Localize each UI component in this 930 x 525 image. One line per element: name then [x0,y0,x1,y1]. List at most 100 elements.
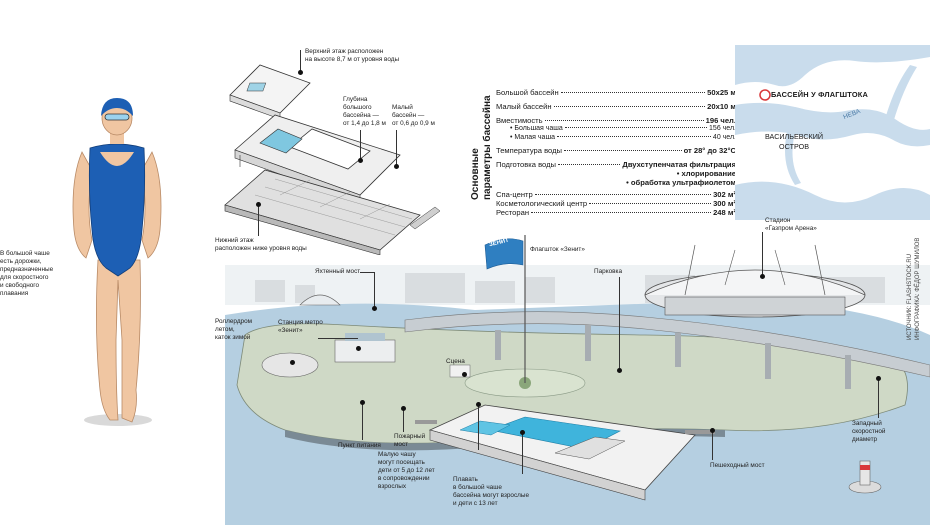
credit-line: ИНФОГРАФИКА: ФЁДОР ШУМИЛОВ [915,237,921,340]
label-line: «Зенит» [278,327,303,334]
label-yacht-bridge: Яхтенный мост [315,268,361,275]
note-line: Малый [392,104,413,111]
note-upper-floor: Верхний этаж расположен на высоте 8,7 м … [305,48,415,64]
param-row: Большой бассейн 50x25 м [496,88,736,97]
label-line: мост [394,441,409,448]
label-flagpole: Флагшток «Зенит» [530,246,585,253]
params-heading-line: параметры бассейна [482,95,493,200]
marker-dot [394,164,399,169]
label-line: Западный [852,420,882,427]
label-line: могут посещать [378,459,425,466]
label-metro: Станция метро «Зенит» [278,319,348,335]
stage [449,364,471,378]
highway-overpass [404,311,930,378]
params-heading-line: Основные [470,148,481,200]
param-row: Подготовка воды Двухступенчатая фильтраци… [496,160,736,169]
marker-dot [358,158,363,163]
left-note-line: В большой чаше [0,250,50,257]
note-line: расположен ниже уровня воды [215,245,307,252]
label-fire-bridge: Пожарный мост [394,433,444,449]
label-line: Стадион [765,217,791,224]
marker-dot [710,428,715,433]
left-note: В большой чаше есть дорожки, предназначе… [0,250,110,298]
note-line: от 0,6 до 0,9 м [392,120,435,127]
label-west-diameter: Западный скоростной диаметр [852,420,912,444]
label-line: скоростной [852,428,886,435]
marker-dot [298,70,303,75]
note-line: Глубина [343,96,368,103]
note-line: Верхний этаж расположен [305,48,384,55]
label-rollerdrome: Роллердром летом, каток зимой [215,318,275,342]
param-row: Вместимость 196 чел. [496,116,736,125]
pool-pier [428,404,696,501]
params-heading: Основные параметры бассейна [470,95,494,200]
left-note-line: есть дорожки, [0,258,42,265]
marker-dot [476,402,481,407]
param-label: Вместимость [496,116,543,125]
param-value: от 28° до 32°C [683,146,736,155]
fire-bridge [415,420,437,424]
floors-exploded-diagram [224,64,441,255]
param-label: Большой бассейн [496,88,559,97]
zenit-flag [484,238,524,270]
note-line: на высоте 8,7 м от уровня воды [305,56,400,63]
param-label: • Большая чаша [510,125,563,132]
goggles-icon [104,113,130,121]
map-island-line: ВАСИЛЬЕВСКИЙ [765,132,824,141]
marker-dot [760,274,765,279]
label-line: бассейна могут взрослые [453,492,530,499]
credits: ИСТОЧНИК: FLASHSTOCK.RU ИНФОГРАФИКА: ФЁД… [906,238,922,340]
param-label: Ресторан [496,208,530,217]
param-value: Двухступенчатая фильтрация [622,160,736,169]
label-line: Роллердром [215,318,253,325]
dome-building [299,294,341,306]
param-value: 156 чел. [709,125,736,132]
label-line: Пожарный [394,433,426,440]
credit-line: ИСТОЧНИК: FLASHSTOCK.RU [907,253,913,340]
left-note-line: для скоростного [0,274,49,281]
note-big-depth: Глубина большого бассейна — от 1,4 до 1,… [343,96,403,128]
param-value: 50x25 м [707,88,736,97]
note-line: бассейн — [392,112,425,119]
marker-dot [372,306,377,311]
note-line: бассейна — [343,112,379,119]
marker-dot [520,430,525,435]
marker-dot [462,372,467,377]
marker-dot [401,406,406,411]
marker-dot [290,360,295,365]
param-label: Подготовка воды [496,160,556,169]
note-line: Нижний этаж [215,237,254,244]
note-line: большого [343,104,372,111]
param-value: 196 чел. [705,116,736,125]
label-line: Плавать [453,476,478,483]
label-food: Пункт питания [338,442,381,449]
label-line: каток зимой [215,334,251,341]
marker-dot [617,368,622,373]
small-pool-outline [259,128,303,154]
label-line: в большой чаше [453,484,502,491]
left-note-line: плавания [0,290,29,297]
param-label: Спа-центр [496,190,533,199]
label-stage: Сцена [446,358,465,365]
label-parking: Парковка [594,268,623,275]
label-line: «Газпром Арена» [765,225,817,232]
label-line: и дети с 13 лет [453,500,498,507]
label-line: летом, [215,326,235,333]
label-line: дети от 5 до 12 лет [378,467,435,474]
marker-dot [256,202,261,207]
param-value: 248 м² [713,208,736,217]
label-pedestrian-bridge: Пешеходный мост [710,462,765,469]
label-line: взрослых [378,483,407,490]
note-small-pool: Малый бассейн — от 0,6 до 0,9 м [392,104,452,128]
param-label: Косметологический центр [496,199,588,208]
location-map [735,45,930,220]
left-note-line: предназначенные [0,266,54,273]
param-label: Малый бассейн [496,102,552,111]
swimsuit [88,143,146,277]
